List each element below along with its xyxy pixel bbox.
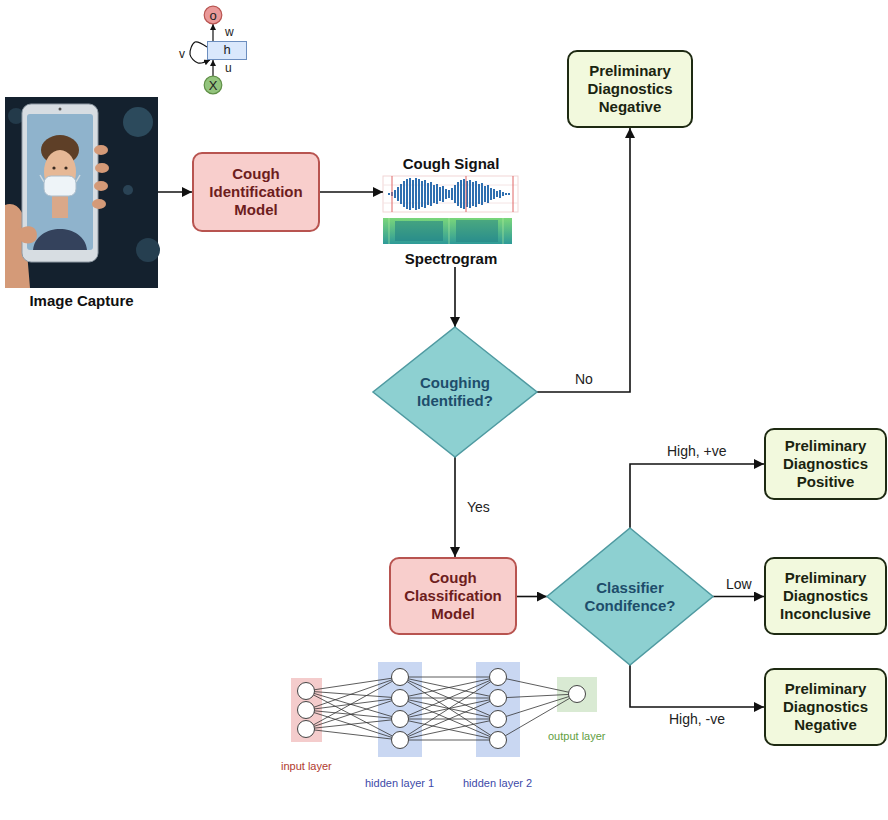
neuron: [490, 690, 507, 707]
person-eye: [52, 166, 55, 169]
spectrogram-band: [395, 221, 443, 241]
waveform-frame: [383, 176, 518, 212]
connector-arrow: [454, 267, 456, 327]
node-text: Preliminary Diagnostics Inconclusive: [770, 569, 881, 623]
node-text: X: [209, 79, 218, 92]
photo-background: [5, 97, 158, 288]
virus-particle: [123, 107, 153, 137]
phone-camera: [59, 108, 62, 111]
connector-arrow: [158, 191, 192, 193]
connector-arrow: [630, 464, 764, 528]
image-frame: Image Capture: [5, 97, 158, 309]
network-connections: [306, 677, 577, 740]
finger: [94, 145, 108, 155]
circle-shape: [204, 76, 222, 94]
cough-waveform: [383, 176, 518, 212]
signal-frame: Cough SignalSpectrogram: [383, 155, 519, 267]
neuron: [490, 669, 507, 686]
edge-label: High, -ve: [667, 711, 727, 728]
neuron: [392, 690, 409, 707]
connector-arrow: [212, 24, 213, 41]
node-text: Classifier Condifence?: [577, 579, 683, 615]
neural-network: [291, 662, 597, 757]
virus-particle: [136, 238, 160, 262]
neuron: [298, 702, 315, 719]
spectrogram-band: [456, 220, 498, 242]
person-shirt: [33, 229, 87, 250]
waveform-marker: [392, 176, 513, 212]
node-text: Image Capture: [29, 292, 133, 309]
face-mask: [44, 176, 76, 196]
decision-diamond: Coughing Identified?: [373, 327, 537, 457]
finger: [92, 199, 106, 209]
decision-diamond: Classifier Condifence?: [547, 528, 713, 665]
node-text: h: [223, 43, 230, 57]
edge-label: Low: [724, 576, 754, 593]
hidden-state-box: h: [207, 41, 247, 60]
connector-arrow: [713, 596, 764, 598]
node-text: Cough Identification Model: [198, 165, 314, 219]
thumb: [18, 226, 37, 243]
phone-screen: [27, 114, 93, 250]
neuron: [569, 686, 586, 703]
finger: [94, 181, 108, 191]
result-box: Preliminary Diagnostics Positive: [764, 428, 887, 500]
diamond-shape: [373, 327, 537, 457]
edge-label: w: [224, 25, 235, 39]
circle-shape: [204, 6, 222, 24]
neuron: [392, 669, 409, 686]
spectrogram-image: [383, 218, 512, 244]
input-layer-band: [291, 678, 322, 742]
node-text: o: [209, 9, 216, 22]
person-eye: [64, 166, 67, 169]
network-neurons: [298, 669, 586, 749]
layer-label: output layer: [548, 730, 605, 743]
result-box: Preliminary Diagnostics Negative: [764, 668, 887, 746]
layer-label: input layer: [281, 760, 332, 773]
result-box: Preliminary Diagnostics Negative: [567, 50, 693, 128]
person-neck: [52, 196, 68, 218]
edge-label: High, +ve: [665, 443, 729, 460]
neuron: [392, 711, 409, 728]
edge-label: v: [178, 47, 186, 61]
model-box: Cough Identification Model: [192, 152, 320, 232]
output-node-circle: o: [204, 6, 222, 24]
node-text: Preliminary Diagnostics Positive: [770, 437, 881, 491]
layer-label: hidden layer 2: [463, 777, 532, 790]
phone-photo: [5, 97, 160, 288]
hidden-layer-band: [378, 662, 422, 757]
node-text: Preliminary Diagnostics Negative: [770, 680, 881, 734]
node-text: Cough Signal: [403, 155, 500, 172]
waveform-trace: [389, 178, 509, 210]
connector-arrow: [630, 665, 764, 707]
finger: [95, 163, 109, 173]
neuron: [298, 721, 315, 738]
connector-arrow: [517, 596, 547, 598]
neuron: [392, 732, 409, 749]
node-text: Spectrogram: [405, 250, 498, 267]
neuron: [490, 711, 507, 728]
edge-label: No: [573, 371, 595, 388]
connector-arrow: [537, 128, 630, 392]
connector-arrow: [454, 457, 456, 557]
neuron: [490, 732, 507, 749]
node-text: Cough Classification Model: [395, 569, 511, 623]
virus-particle: [123, 185, 133, 195]
spectrogram-ground: [383, 218, 512, 244]
layer-label: hidden layer 1: [365, 777, 434, 790]
spectrogram-line: [389, 218, 503, 244]
model-box: Cough Classification Model: [389, 557, 517, 635]
connector-arrow: [212, 60, 213, 76]
result-box: Preliminary Diagnostics Inconclusive: [764, 557, 887, 635]
neuron: [298, 683, 315, 700]
node-text: Coughing Identified?: [405, 374, 505, 410]
diamond-shape: [547, 528, 713, 665]
edge-label: Yes: [465, 499, 492, 516]
input-node-circle: X: [204, 76, 222, 94]
connector-arrow: [320, 191, 383, 193]
node-text: Preliminary Diagnostics Negative: [573, 62, 687, 116]
hidden-layer-band: [476, 662, 520, 757]
edge-label: u: [224, 61, 233, 75]
